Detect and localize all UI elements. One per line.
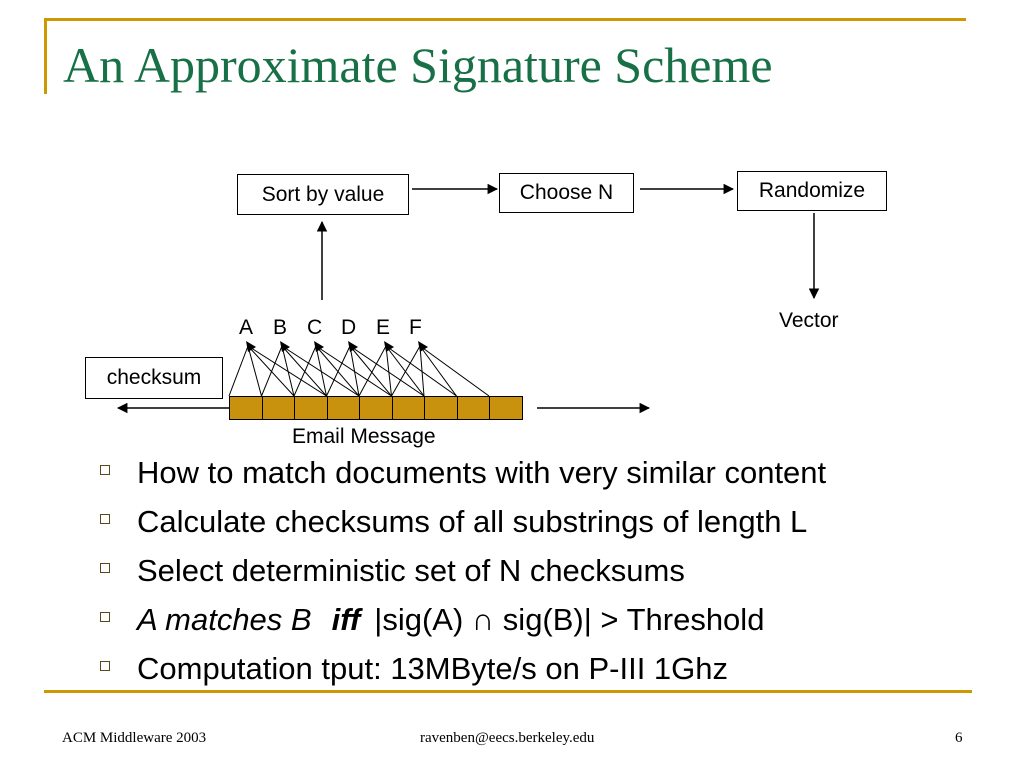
fan-arrowhead bbox=[348, 341, 358, 352]
square-bullet-icon bbox=[100, 514, 110, 524]
title-accent-vertical bbox=[44, 18, 47, 94]
bullet-iff-text: iff bbox=[331, 601, 361, 637]
letter-c: C bbox=[307, 316, 323, 339]
email-message-bar bbox=[229, 396, 523, 420]
fan-line bbox=[419, 345, 490, 397]
footer-conference: ACM Middleware 2003 bbox=[62, 730, 207, 746]
fan-line bbox=[349, 345, 392, 397]
fan-line bbox=[385, 345, 457, 397]
fan-line bbox=[261, 345, 283, 397]
bullet-item: A matches B iff |sig(A) ∩ sig(B)| > Thresh… bbox=[100, 595, 826, 644]
fan-line bbox=[385, 345, 425, 397]
square-bullet-icon bbox=[100, 465, 110, 475]
message-cell bbox=[490, 396, 523, 420]
fan-line bbox=[419, 345, 457, 397]
bullet-item: Select deterministic set of N checksums bbox=[100, 546, 826, 595]
square-bullet-icon bbox=[100, 661, 110, 671]
choose-n-box: Choose N bbox=[499, 173, 634, 213]
fan-line bbox=[228, 345, 249, 397]
footer-email: ravenben@eecs.berkeley.edu bbox=[420, 730, 595, 746]
letter-e: E bbox=[376, 316, 391, 339]
fan-line bbox=[315, 345, 360, 397]
message-cell bbox=[327, 396, 360, 420]
fan-line bbox=[349, 345, 425, 397]
email-message-label: Email Message bbox=[292, 425, 436, 448]
fan-line bbox=[326, 345, 351, 397]
fan-line bbox=[247, 345, 295, 397]
fan-line bbox=[349, 345, 360, 397]
square-bullet-icon bbox=[100, 612, 110, 622]
fan-line bbox=[419, 345, 425, 397]
message-cell bbox=[262, 396, 295, 420]
bullet-text: A matches B iff |sig(A) ∩ sig(B)| > Thresh… bbox=[137, 602, 764, 638]
message-cell bbox=[457, 396, 490, 420]
message-cell bbox=[425, 396, 458, 420]
bullet-italic-text: A matches B bbox=[137, 601, 312, 637]
fan-line bbox=[281, 345, 360, 397]
bullet-text: How to match documents with very similar… bbox=[137, 454, 827, 490]
fan-arrowhead bbox=[314, 341, 324, 352]
sort-by-value-box: Sort by value bbox=[237, 174, 409, 215]
fan-line bbox=[385, 345, 392, 397]
fan-arrowhead bbox=[246, 341, 256, 352]
footer-page-number: 6 bbox=[955, 730, 963, 746]
letter-b: B bbox=[273, 316, 288, 339]
bullet-text: Calculate checksums of all substrings of… bbox=[137, 503, 808, 539]
message-cell bbox=[295, 396, 328, 420]
vector-label: Vector bbox=[779, 309, 839, 332]
title-accent-horizontal bbox=[44, 18, 966, 21]
substring-fan-lines bbox=[228, 341, 490, 397]
square-bullet-icon bbox=[100, 563, 110, 573]
fan-arrowhead bbox=[418, 341, 428, 352]
bullet-list: How to match documents with very similar… bbox=[100, 448, 826, 693]
message-cell bbox=[230, 396, 263, 420]
letter-a: A bbox=[239, 316, 254, 339]
fan-line bbox=[358, 345, 387, 397]
bullet-threshold-text: |sig(A) ∩ sig(B)| > Threshold bbox=[374, 601, 765, 637]
letter-d: D bbox=[341, 316, 357, 339]
message-cell bbox=[392, 396, 425, 420]
fan-arrowhead bbox=[280, 341, 290, 352]
fan-line bbox=[293, 345, 317, 397]
fan-line bbox=[281, 345, 327, 397]
fan-line bbox=[391, 345, 421, 397]
bullet-text: Select deterministic set of N checksums bbox=[137, 552, 685, 588]
randomize-box: Randomize bbox=[737, 171, 887, 211]
fan-arrowhead bbox=[384, 341, 394, 352]
slide-title: An Approximate Signature Scheme bbox=[63, 37, 773, 93]
letter-f: F bbox=[409, 316, 422, 339]
checksum-box: checksum bbox=[85, 357, 223, 399]
fan-line bbox=[315, 345, 392, 397]
fan-line bbox=[247, 345, 262, 397]
bullet-item: Computation tput: 13MByte/s on P-III 1Gh… bbox=[100, 644, 826, 693]
footer-divider bbox=[44, 690, 972, 693]
fan-line bbox=[315, 345, 327, 397]
fan-line bbox=[247, 345, 327, 397]
bullet-item: How to match documents with very similar… bbox=[100, 448, 826, 497]
message-cell bbox=[360, 396, 393, 420]
bullet-text: Computation tput: 13MByte/s on P-III 1Gh… bbox=[137, 650, 729, 686]
bullet-item: Calculate checksums of all substrings of… bbox=[100, 497, 826, 546]
fan-line bbox=[281, 345, 295, 397]
